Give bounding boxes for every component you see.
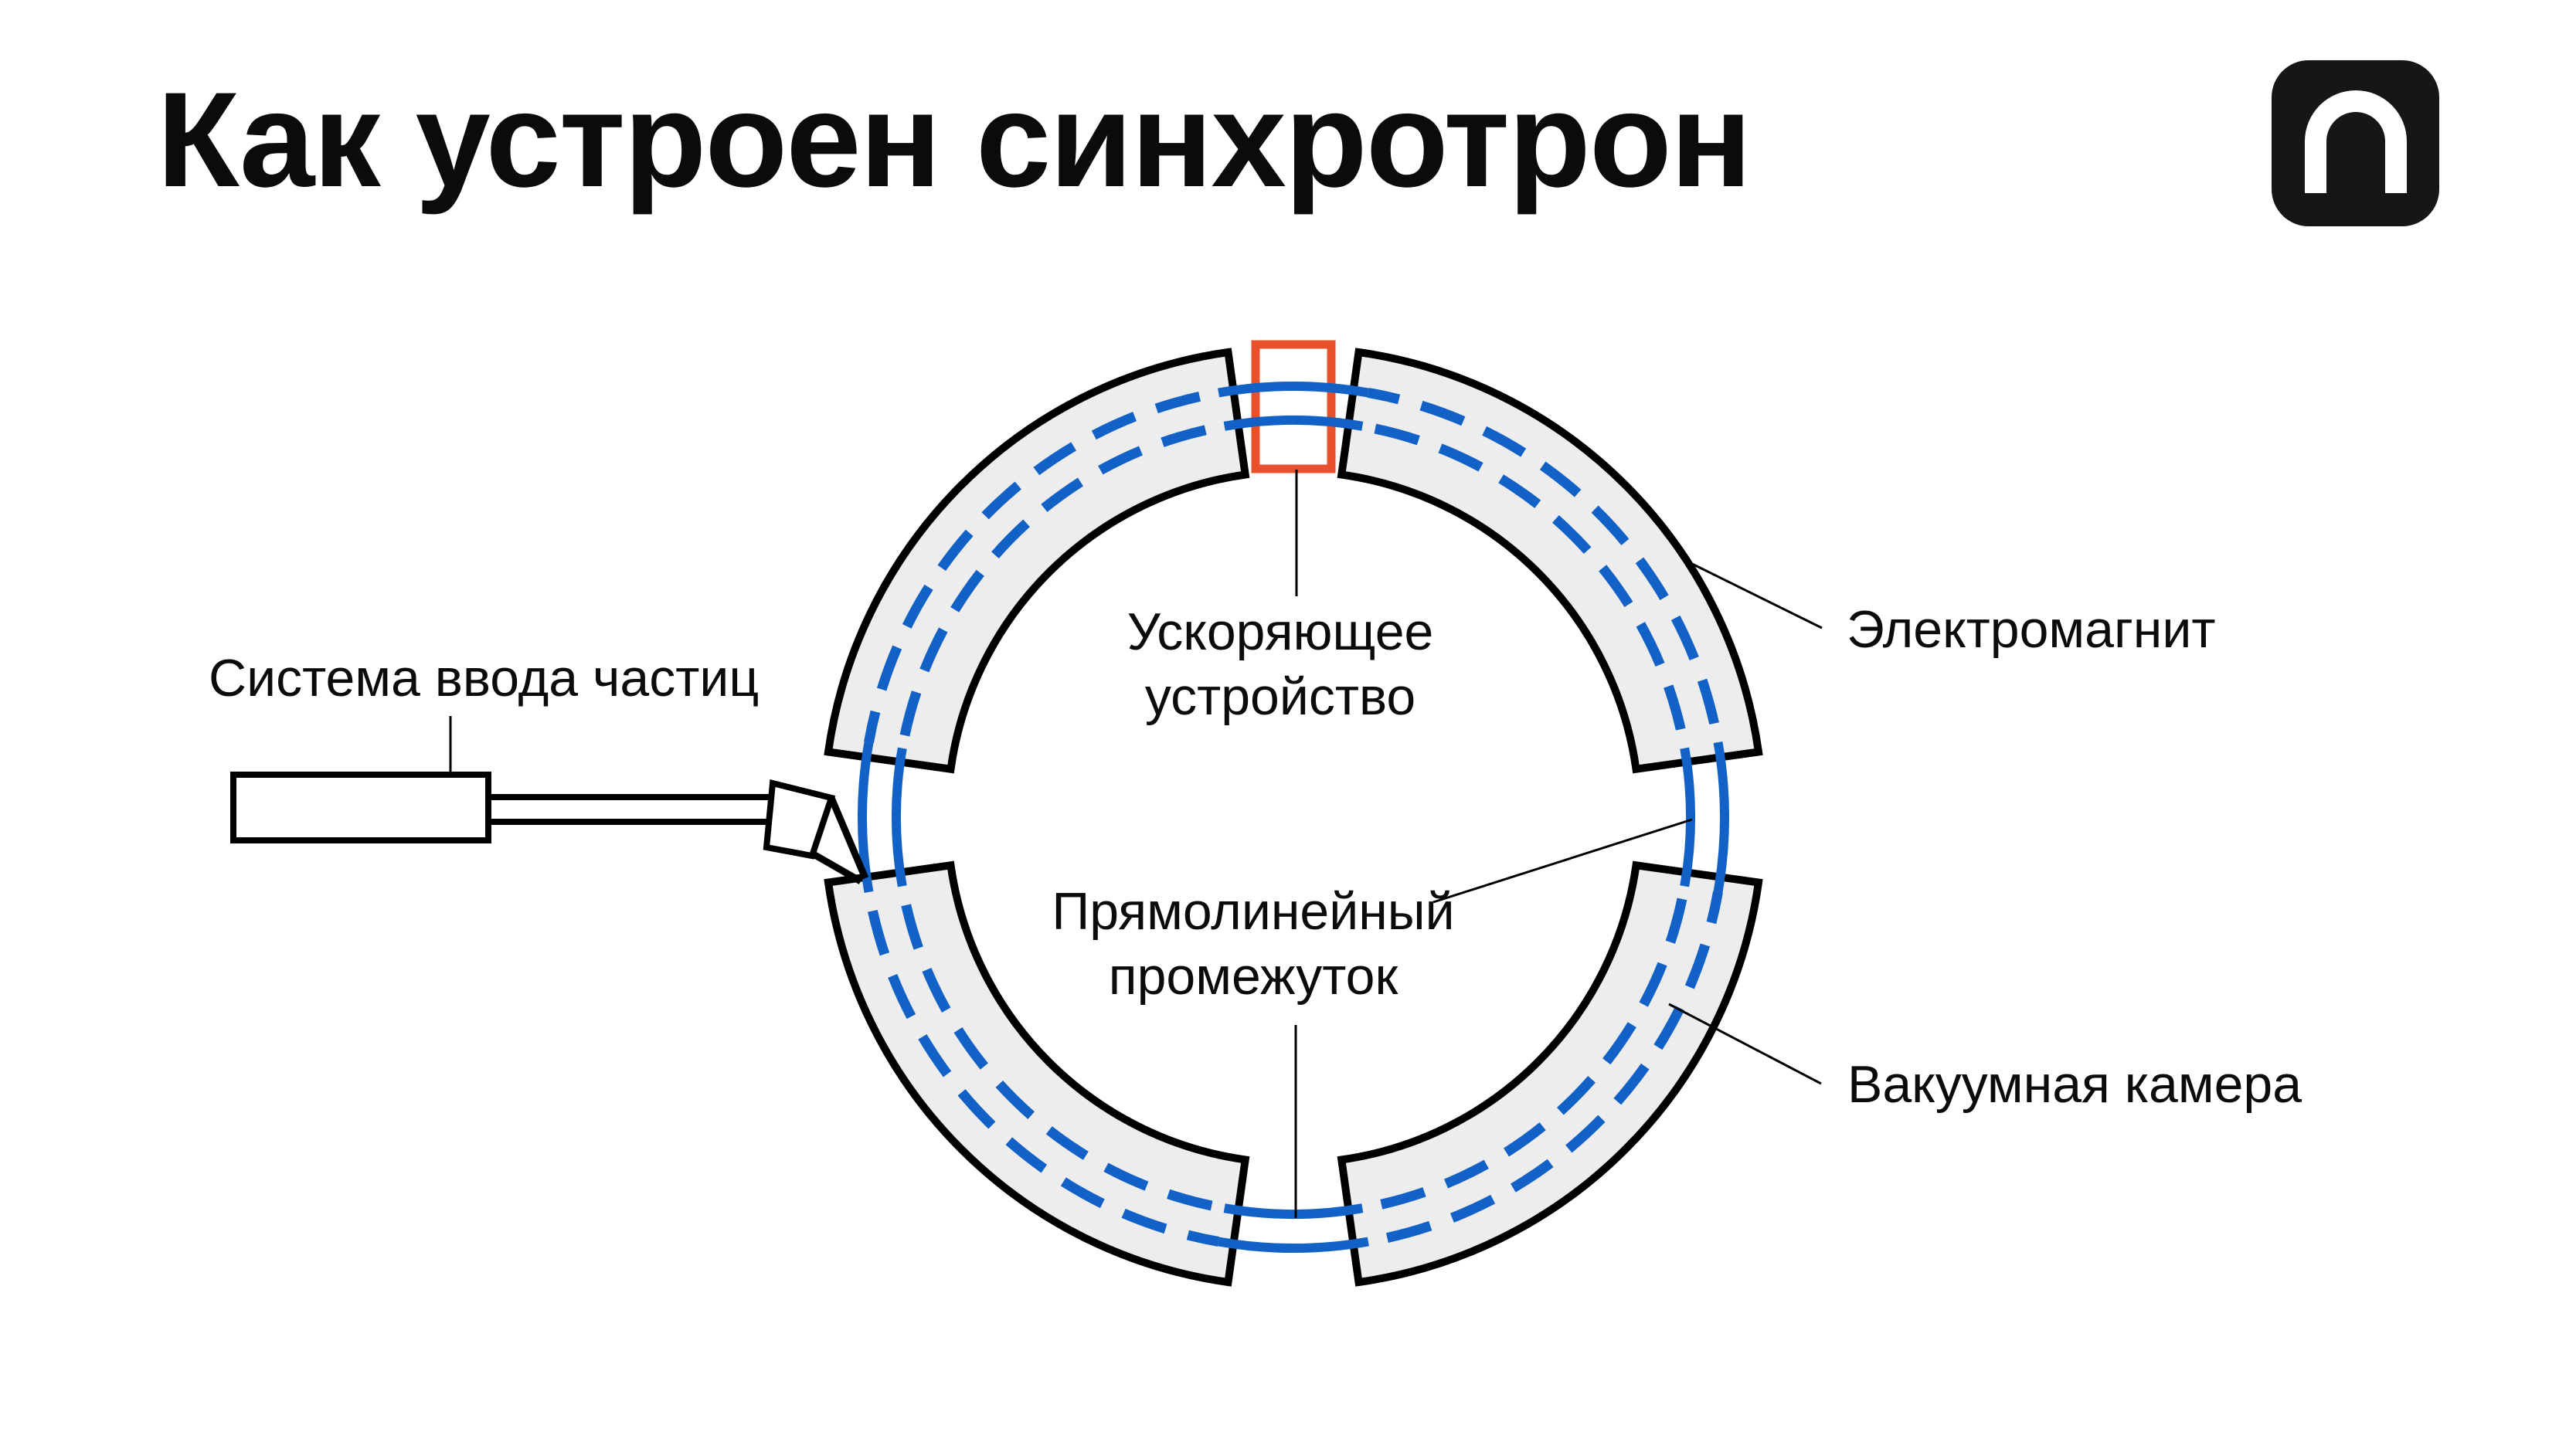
injection-merge-line-bottom (811, 851, 863, 884)
accelerating-device-box (1251, 340, 1336, 473)
magnet-segment-bottom-right (1337, 860, 1763, 1287)
injection-funnel (763, 779, 836, 860)
label-electromagnet: Электромагнит (1847, 600, 2216, 659)
injection-merge-line-top (828, 796, 869, 880)
label-injection-system: Система ввода частиц (209, 649, 760, 708)
site-logo (2272, 60, 2439, 226)
beam-line-inner-solid (891, 415, 1696, 1220)
label-accelerating-device: Ускоряющее устройство (1127, 602, 1434, 726)
label-straight-section: Прямолинейный промежуток (1052, 882, 1455, 1006)
magnet-segment-bottom-left (824, 860, 1250, 1287)
leader-straight-section-right (1432, 818, 1693, 904)
label-vacuum-chamber: Вакуумная камера (1847, 1055, 2302, 1114)
page-title: Как устроен синхротрон (157, 65, 1752, 215)
magnet-segment-top-left (824, 348, 1250, 774)
beam-line-inner-dashed (897, 421, 1690, 1213)
leader-electromagnet (1687, 560, 1823, 629)
magnet-segment-top-right (1337, 348, 1763, 774)
leader-vacuum-chamber (1668, 1003, 1822, 1085)
injection-tube (230, 772, 491, 843)
beam-line-outer-solid (858, 382, 1729, 1253)
beam-line-outer-dashed (864, 388, 1723, 1247)
